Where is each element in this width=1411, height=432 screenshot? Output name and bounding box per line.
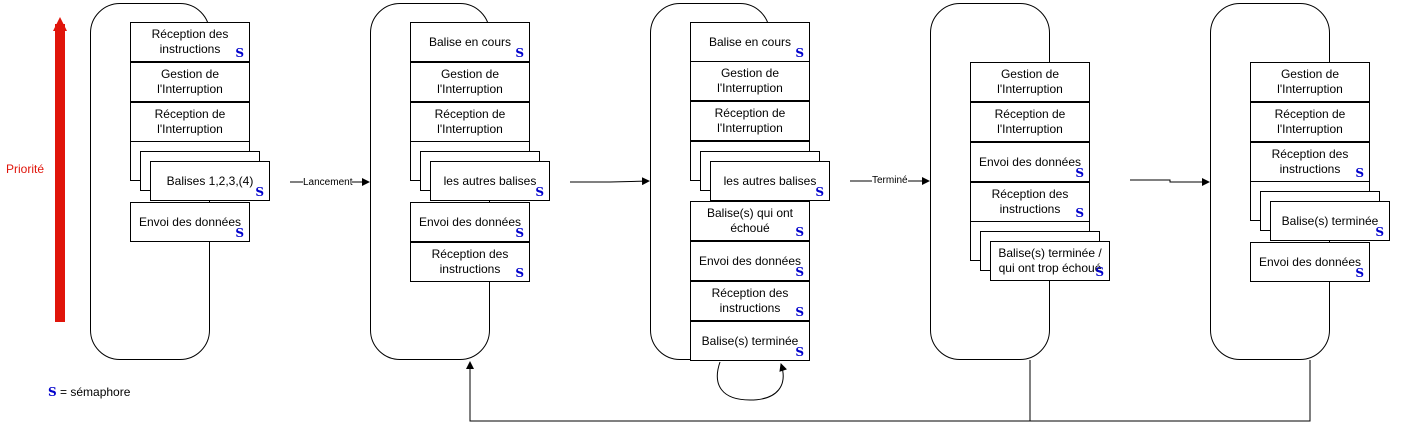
transition-arrow	[570, 177, 650, 186]
transition-arrow	[1130, 178, 1210, 186]
semaphore-marker: S	[1075, 206, 1084, 220]
task-label: Gestion de l'Interruption	[997, 67, 1063, 96]
task-box: Gestion de l'Interruption	[130, 62, 250, 102]
task-box: Réception de l'Interruption	[970, 102, 1090, 142]
done-arrow-label: Terminé	[872, 175, 908, 187]
task-label: Envoi des données	[1258, 254, 1362, 269]
task-label: Réception des instructions	[711, 286, 789, 315]
semaphore-marker: S	[1355, 166, 1364, 180]
task-label: Envoi des données	[418, 214, 522, 229]
semaphore-marker: S	[255, 185, 264, 199]
semaphore-marker: S	[515, 226, 524, 240]
priority-label: Priorité	[6, 162, 45, 176]
task-label: Balise en cours	[708, 34, 792, 49]
task-label: Réception de l'Interruption	[994, 107, 1066, 136]
legend-text: = sémaphore	[56, 385, 131, 399]
semaphore-marker: S	[1355, 266, 1364, 280]
task-label: Balise(s) terminée / qui ont trop échoué	[998, 246, 1102, 275]
task-label: Réception de l'Interruption	[714, 106, 786, 135]
semaphore-marker: S	[795, 225, 804, 239]
semaphore-marker: S	[795, 345, 804, 359]
task-box: Réception de l'Interruption	[1250, 102, 1370, 142]
task-box: Réception de l'Interruption	[130, 102, 250, 142]
task-label: Envoi des données	[978, 154, 1082, 169]
semaphore-marker: S	[1075, 166, 1084, 180]
launch-arrow-label: Lancement	[303, 177, 353, 189]
semaphore-marker: S	[795, 46, 804, 60]
task-label: Balise(s) qui ont échoué	[706, 206, 794, 235]
task-label: Balise(s) terminée	[701, 333, 799, 348]
task-label: Balise(s) terminée	[1281, 213, 1379, 228]
task-label: Réception des instructions	[151, 27, 229, 56]
task-label: Gestion de l'Interruption	[717, 66, 783, 95]
task-label: Envoi des données	[138, 214, 242, 229]
task-box: Gestion de l'Interruption	[690, 61, 810, 101]
legend: S = sémaphore	[48, 385, 130, 399]
task-box: Réception de l'Interruption	[690, 101, 810, 141]
task-box: Balise(s) terminée / qui ont trop échoué…	[990, 241, 1110, 281]
task-label: Envoi des données	[698, 253, 802, 268]
semaphore-symbol: S	[48, 385, 57, 399]
task-label: Réception de l'Interruption	[434, 107, 506, 136]
task-label: Balises 1,2,3,(4)	[166, 173, 254, 188]
task-label: Réception de l'Interruption	[1274, 107, 1346, 136]
semaphore-marker: S	[535, 185, 544, 199]
semaphore-marker: S	[515, 266, 524, 280]
task-box: Réception de l'Interruption	[410, 102, 530, 142]
return-arrow	[466, 360, 1311, 422]
semaphore-marker: S	[515, 46, 524, 60]
task-label: les autres balises	[723, 173, 817, 188]
task-label: Réception des instructions	[431, 247, 509, 276]
semaphore-marker: S	[1095, 265, 1104, 279]
task-box: Gestion de l'Interruption	[1250, 62, 1370, 102]
task-label: Réception de l'Interruption	[154, 107, 226, 136]
semaphore-marker: S	[815, 185, 824, 199]
semaphore-marker: S	[235, 226, 244, 240]
task-box: Gestion de l'Interruption	[410, 62, 530, 102]
self-loop-arrow	[716, 361, 788, 401]
semaphore-marker: S	[795, 305, 804, 319]
task-label: Gestion de l'Interruption	[1277, 67, 1343, 96]
semaphore-marker: S	[235, 46, 244, 60]
task-label: les autres balises	[443, 173, 537, 188]
semaphore-marker: S	[795, 265, 804, 279]
task-label: Balise en cours	[428, 34, 512, 49]
task-box: Gestion de l'Interruption	[970, 62, 1090, 102]
task-box: Balises 1,2,3,(4)S	[150, 161, 270, 201]
task-label: Réception des instructions	[1271, 147, 1349, 176]
task-label: Gestion de l'Interruption	[157, 67, 223, 96]
task-label: Réception des instructions	[991, 187, 1069, 216]
semaphore-marker: S	[1375, 225, 1384, 239]
task-label: Gestion de l'Interruption	[437, 67, 503, 96]
